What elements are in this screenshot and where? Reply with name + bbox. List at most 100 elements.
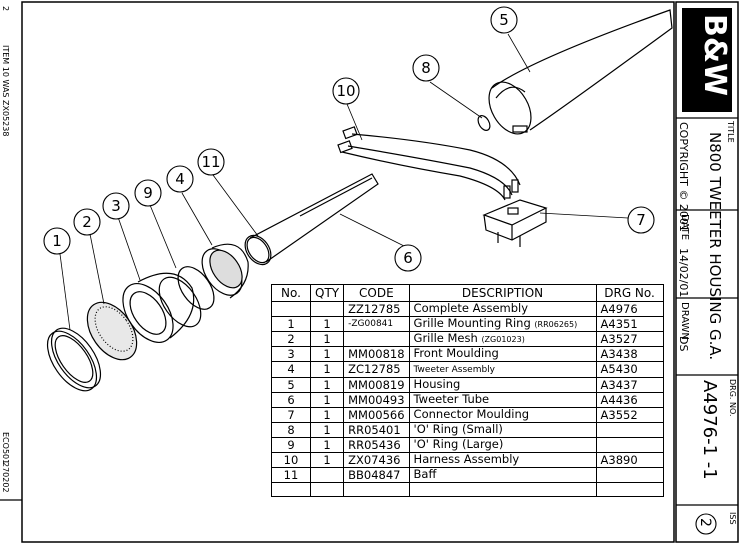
- drawing-number: A4976-1 -1: [699, 380, 720, 480]
- cell-no: 1: [271, 316, 311, 332]
- cell-qty: 1: [309, 331, 345, 347]
- cell-no: 10: [271, 452, 311, 468]
- bom-row: [271, 482, 664, 497]
- balloon-4: [166, 165, 194, 193]
- cell-code: -ZG00841: [343, 316, 410, 332]
- cell-desc: Harness Assembly: [408, 452, 597, 468]
- issue-number: 2: [697, 518, 713, 527]
- col-no: No.: [271, 284, 311, 302]
- cell-desc: Housing: [408, 377, 597, 393]
- balloon-2: [73, 208, 101, 236]
- balloon-10: [332, 77, 360, 105]
- cell-no: [271, 301, 311, 317]
- balloon-11: [197, 148, 225, 176]
- desc-text: 'O' Ring (Small): [413, 422, 503, 436]
- col-description: DESCRIPTION: [408, 284, 597, 302]
- cell-no: 7: [271, 407, 311, 423]
- col-code: CODE: [343, 284, 410, 302]
- balloon-label: 4: [175, 170, 185, 188]
- cell-no: 6: [271, 392, 311, 408]
- balloon-label: 9: [143, 184, 153, 202]
- cell-code: MM00493: [343, 392, 410, 408]
- cell-drg: [595, 467, 664, 483]
- cell-qty: 1: [309, 316, 345, 332]
- desc-text: Grille Mesh: [413, 331, 478, 345]
- cell-code: [343, 482, 410, 497]
- cell-desc: Complete Assembly: [408, 301, 597, 317]
- desc-ref: (ZG01023): [481, 335, 525, 344]
- drawn-label: DRAWN: [679, 302, 690, 340]
- drawing-title: N800 TWEETER HOUSING G.A.: [706, 132, 724, 361]
- cell-code: ZC12785: [343, 361, 410, 378]
- revision-note: ITEM 10 WAS ZX05238: [1, 45, 10, 137]
- drawing-date: 14/02/01: [677, 248, 690, 298]
- part-housing: [488, 9, 673, 135]
- col-qty: QTY: [309, 284, 345, 302]
- eco-date: 270202: [1, 462, 10, 493]
- cell-qty: 1: [309, 392, 345, 408]
- cell-desc: 'O' Ring (Large): [408, 437, 597, 453]
- cell-desc: [408, 482, 597, 497]
- desc-text: Front Moulding: [413, 346, 499, 360]
- balloon-7: [627, 206, 655, 234]
- cell-drg: A5430: [595, 361, 664, 378]
- cell-qty: 1: [309, 437, 345, 453]
- cell-code: MM00819: [343, 377, 410, 393]
- cell-no: 8: [271, 422, 311, 438]
- eco-number: ECO501: [1, 432, 10, 465]
- cell-drg: A3437: [595, 377, 664, 393]
- desc-text: Baff: [413, 467, 437, 481]
- cell-code: BB04847: [343, 467, 410, 483]
- part-grille-mounting-ring: [46, 327, 102, 392]
- cell-desc: Tweeter Assembly: [408, 361, 597, 378]
- desc-ref: (RR06265): [534, 320, 578, 329]
- bill-of-materials: No. QTY CODE DESCRIPTION DRG No. ZZ12785…: [271, 284, 664, 497]
- cell-drg: A3438: [595, 346, 664, 362]
- cell-desc: Grille Mesh (ZG01023): [408, 331, 597, 347]
- balloon-label: 10: [336, 82, 355, 100]
- cell-code: ZZ12785: [343, 301, 410, 317]
- part-tweeter-assembly: [201, 243, 249, 299]
- balloon-9: [134, 179, 162, 207]
- desc-text: 'O' Ring (Large): [413, 437, 504, 451]
- part-tweeter-tube: [244, 173, 379, 266]
- desc-text: Complete Assembly: [413, 301, 529, 315]
- balloon-label: 6: [403, 249, 413, 267]
- cell-qty: 1: [309, 452, 345, 468]
- cell-no: 2: [271, 331, 311, 347]
- cell-drg: [595, 482, 664, 497]
- cell-no: 9: [271, 437, 311, 453]
- cell-qty: 1: [309, 361, 345, 378]
- cell-no: 5: [271, 377, 311, 393]
- cell-no: [271, 482, 311, 497]
- balloon-3: [102, 192, 130, 220]
- brand-logo: B&W: [697, 14, 732, 97]
- cell-drg: [595, 437, 664, 453]
- cell-drg: A4436: [595, 392, 664, 408]
- drg-no-label: DRG. NO.: [728, 379, 737, 417]
- cell-no: 11: [271, 467, 311, 483]
- balloon-label: 11: [201, 153, 220, 171]
- cell-drg: A4976: [595, 301, 664, 317]
- balloon-8: [412, 54, 440, 82]
- cell-code: [343, 331, 410, 347]
- cell-drg: A3552: [595, 407, 664, 423]
- part-harness: [337, 126, 521, 201]
- cell-desc: Tweeter Tube: [408, 392, 597, 408]
- desc-text: Grille Mounting Ring: [413, 316, 531, 330]
- balloon-label: 1: [52, 232, 62, 250]
- cell-qty: 1: [309, 422, 345, 438]
- desc-text: Housing: [413, 377, 461, 391]
- balloon-1: [43, 227, 71, 255]
- cell-drg: A3527: [595, 331, 664, 347]
- bom-header-row: No. QTY CODE DESCRIPTION DRG No.: [271, 284, 664, 302]
- cell-no: 4: [271, 361, 311, 378]
